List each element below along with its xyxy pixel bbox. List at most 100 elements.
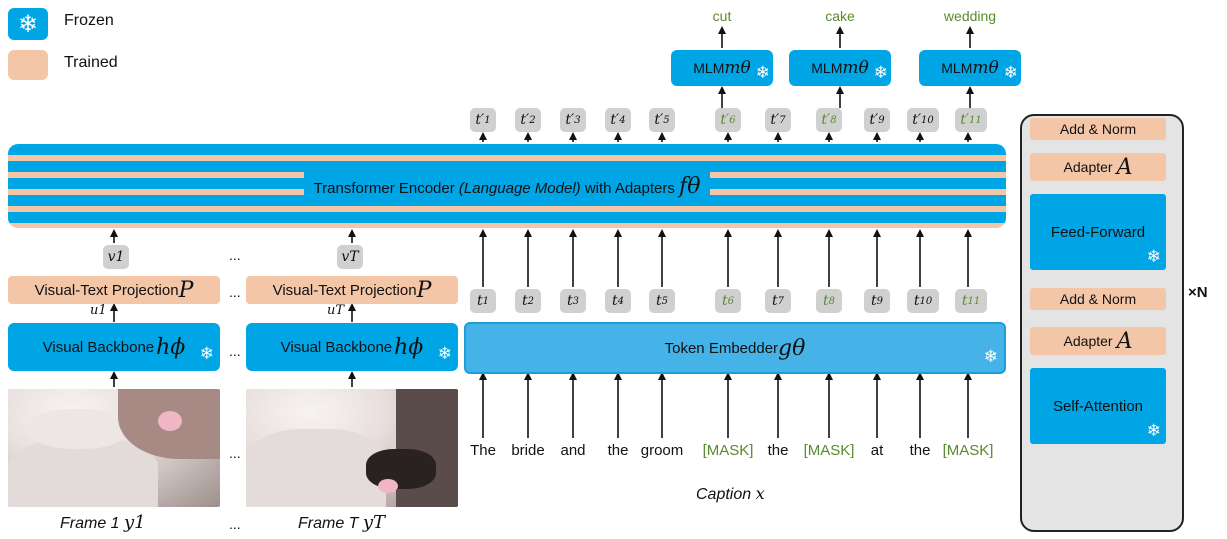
caption-word: the xyxy=(607,442,629,459)
snowflake-icon: ❄ xyxy=(437,344,452,364)
visual-output-ellipsis: ... xyxy=(229,247,241,263)
mlm-symbol: mθ xyxy=(972,58,999,78)
encoder-label-italic: (Language Model) xyxy=(458,179,581,197)
legend-frozen-swatch: ❄ xyxy=(8,8,48,40)
output-token: t′5 xyxy=(649,108,675,132)
output-token: t′7 xyxy=(765,108,791,132)
mlm-output-word: cake xyxy=(825,8,855,24)
mlm-symbol: mθ xyxy=(724,58,751,78)
video-frame-T-image xyxy=(246,389,458,507)
caption-label-text: Caption xyxy=(696,486,756,503)
caption-word: bride xyxy=(511,442,545,459)
caption-word: [MASK] xyxy=(942,442,994,459)
snowflake-icon: ❄ xyxy=(199,344,214,364)
encoder-label: Transformer Encoder (Language Model) wit… xyxy=(303,171,711,201)
projection-symbol: P xyxy=(178,277,194,303)
visual-input-uT: uT xyxy=(327,303,345,318)
output-token: t′1 xyxy=(470,108,496,132)
caption-label: Caption x xyxy=(696,484,765,504)
frame-T-label-text: Frame T xyxy=(298,515,363,532)
embedder-label: Token Embedder xyxy=(664,339,779,357)
snowflake-icon: ❄ xyxy=(1003,63,1018,83)
encoder-symbol: fθ xyxy=(679,173,701,199)
caption-word: groom xyxy=(640,442,684,459)
backbone-symbol: hϕ xyxy=(156,334,186,360)
projection-symbol: P xyxy=(416,277,432,303)
snowflake-icon: ❄ xyxy=(1146,247,1161,267)
adapter-bottom: Adapter A xyxy=(1030,327,1166,355)
mlm-symbol: mθ xyxy=(842,58,869,78)
projection-label: Visual-Text Projection xyxy=(34,281,179,299)
token-embedder: Token Embedder gθ ❄ xyxy=(464,322,1006,374)
self-attention-block: Self-Attention ❄ xyxy=(1030,368,1166,444)
caption-symbol: x xyxy=(755,484,765,503)
output-token: t′11 xyxy=(955,108,987,132)
encoder-label-prefix: Transformer Encoder xyxy=(313,179,459,197)
snowflake-icon: ❄ xyxy=(755,63,770,83)
frame-1-label-text: Frame 1 xyxy=(60,515,125,532)
caption-word: at xyxy=(870,442,884,459)
encoder-label-row: Transformer Encoder (Language Model) wit… xyxy=(8,171,1006,201)
snowflake-icon: ❄ xyxy=(1146,421,1161,441)
output-token: t′10 xyxy=(907,108,939,132)
legend-trained-label: Trained xyxy=(64,54,118,71)
caption-word: the xyxy=(767,442,789,459)
legend-frozen-label: Frozen xyxy=(64,12,114,29)
adapter-symbol: A xyxy=(1116,154,1133,180)
frame-T-symbol: yT xyxy=(362,512,386,533)
output-token: t′6 xyxy=(715,108,741,132)
mlm-output-word: wedding xyxy=(943,8,997,24)
backbone-symbol: hϕ xyxy=(394,334,424,360)
frame-1-symbol: y1 xyxy=(124,512,146,533)
frame-label-ellipsis: ... xyxy=(229,516,241,532)
visual-output-v1: v1 xyxy=(103,245,129,269)
caption-word: [MASK] xyxy=(803,442,855,459)
encoder-label-suffix: with Adapters xyxy=(580,179,680,197)
projection-label: Visual-Text Projection xyxy=(272,281,417,299)
embedder-symbol: gθ xyxy=(778,335,806,361)
visual-input-u1: u1 xyxy=(90,303,107,318)
caption-word: The xyxy=(470,442,496,459)
adapter-label: Adapter xyxy=(1063,333,1113,349)
output-token: t′2 xyxy=(515,108,541,132)
add-norm-top: Add & Norm xyxy=(1030,118,1166,140)
caption-word: [MASK] xyxy=(702,442,754,459)
add-norm-bottom: Add & Norm xyxy=(1030,288,1166,310)
legend-trained-swatch xyxy=(8,50,48,80)
caption-word: and xyxy=(560,442,586,459)
backbone-label: Visual Backbone xyxy=(280,338,393,356)
snowflake-icon: ❄ xyxy=(983,347,998,367)
mlm-label: MLM xyxy=(941,60,973,76)
caption-word: the xyxy=(909,442,931,459)
mlm-output-word: cut xyxy=(712,8,732,24)
repeat-n-label: ×N xyxy=(1188,284,1208,301)
backbone-label: Visual Backbone xyxy=(42,338,155,356)
snowflake-icon: ❄ xyxy=(873,63,888,83)
projection-ellipsis: ... xyxy=(229,284,241,300)
frame-T-label: Frame T yT xyxy=(298,512,385,533)
output-token: t′8 xyxy=(816,108,842,132)
mlm-label: MLM xyxy=(811,60,843,76)
backbone-ellipsis: ... xyxy=(229,343,241,359)
visual-output-vT: vT xyxy=(337,245,363,269)
self-attention-label: Self-Attention xyxy=(1052,397,1144,415)
mlm-label: MLM xyxy=(693,60,725,76)
adapter-label: Adapter xyxy=(1063,159,1113,175)
